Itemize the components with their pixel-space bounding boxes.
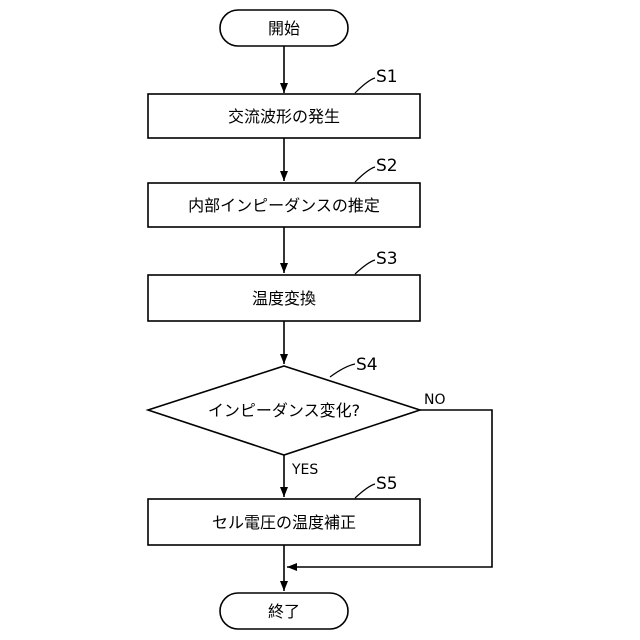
step-label-leader-s3 [355, 260, 375, 274]
yes-label: YES [291, 462, 318, 478]
step-label-s2: S2 [376, 156, 398, 176]
no-label: NO [424, 392, 446, 408]
end-label: 終了 [268, 602, 300, 621]
process-text-s1: 交流波形の発生 [228, 107, 340, 126]
process-text-s2: 内部インピーダンスの推定 [188, 196, 380, 215]
process-text-s3: 温度変換 [252, 289, 316, 308]
step-label-s1: S1 [376, 67, 398, 87]
process-text-s5: セル電圧の温度補正 [212, 513, 356, 532]
step-label-s5: S5 [376, 474, 398, 494]
start-label: 開始 [268, 19, 300, 38]
step-label-leader-s5 [355, 484, 375, 498]
step-label-leader-s1 [355, 78, 375, 93]
step-label-s3: S3 [376, 249, 398, 269]
decision-text-s4: インピーダンス変化? [208, 401, 360, 420]
step-label-s4: S4 [356, 355, 378, 375]
step-label-leader-s4 [330, 364, 355, 377]
step-label-leader-s2 [355, 167, 375, 182]
